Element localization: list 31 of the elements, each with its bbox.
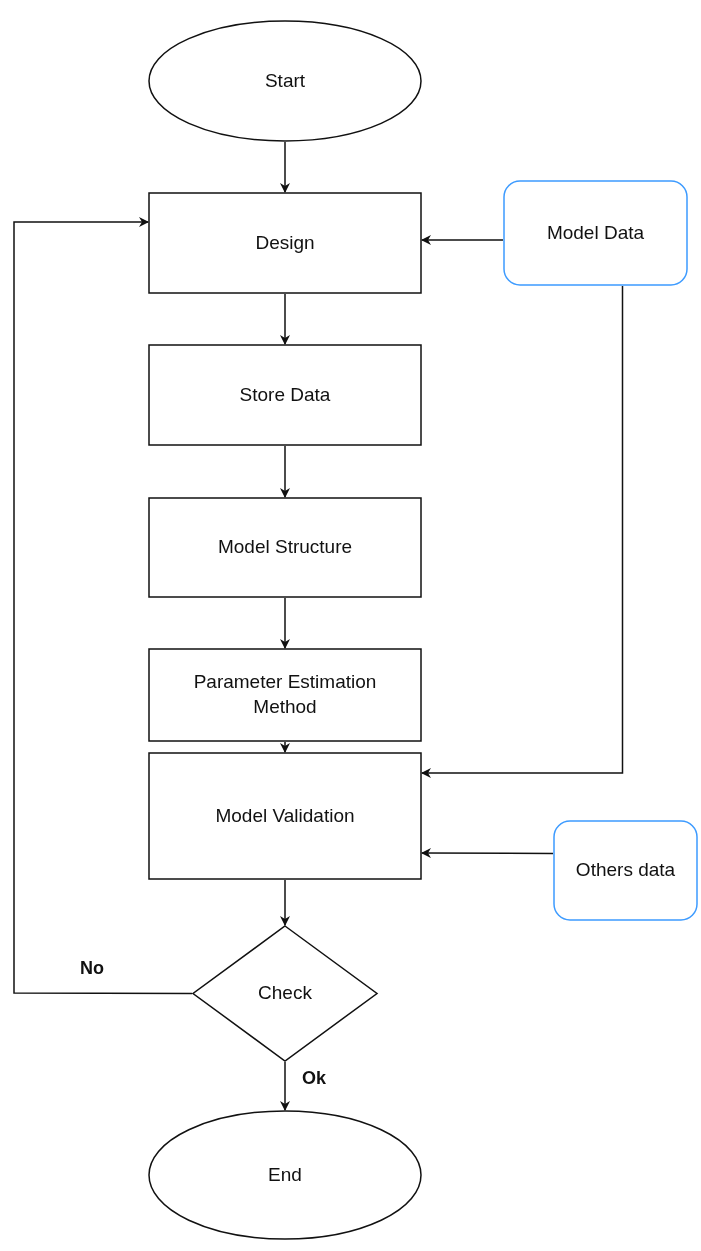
process-box xyxy=(148,648,422,742)
arrow xyxy=(421,285,624,778)
arrow xyxy=(13,217,193,995)
arrow xyxy=(421,848,554,859)
node-text: Store Data xyxy=(239,382,331,407)
arrow xyxy=(280,1061,290,1111)
process-box xyxy=(148,344,422,446)
data-box xyxy=(553,820,698,921)
process-box xyxy=(148,752,422,880)
decision-diamond xyxy=(192,925,378,1062)
node-text: Others data xyxy=(575,858,676,883)
data-box xyxy=(503,180,688,286)
arrow xyxy=(280,293,290,345)
terminal-ellipse xyxy=(148,20,422,142)
arrow xyxy=(280,741,290,753)
node-text: Start xyxy=(264,68,306,93)
arrow xyxy=(280,879,290,926)
node-text: Parameter Estimation Method xyxy=(192,670,378,719)
node-text: Model Data xyxy=(546,220,645,245)
arrow xyxy=(280,141,290,193)
node-text: End xyxy=(268,1162,302,1187)
node-text: Model Validation xyxy=(215,803,355,828)
process-box xyxy=(148,497,422,598)
arrow xyxy=(280,445,290,498)
process-box xyxy=(148,192,422,294)
terminal-ellipse xyxy=(148,1110,422,1240)
arrow xyxy=(280,597,290,649)
node-text: Model Structure xyxy=(217,535,353,560)
node-text: Design xyxy=(255,230,315,255)
node-text: Check xyxy=(258,981,312,1006)
arrow xyxy=(421,235,504,245)
